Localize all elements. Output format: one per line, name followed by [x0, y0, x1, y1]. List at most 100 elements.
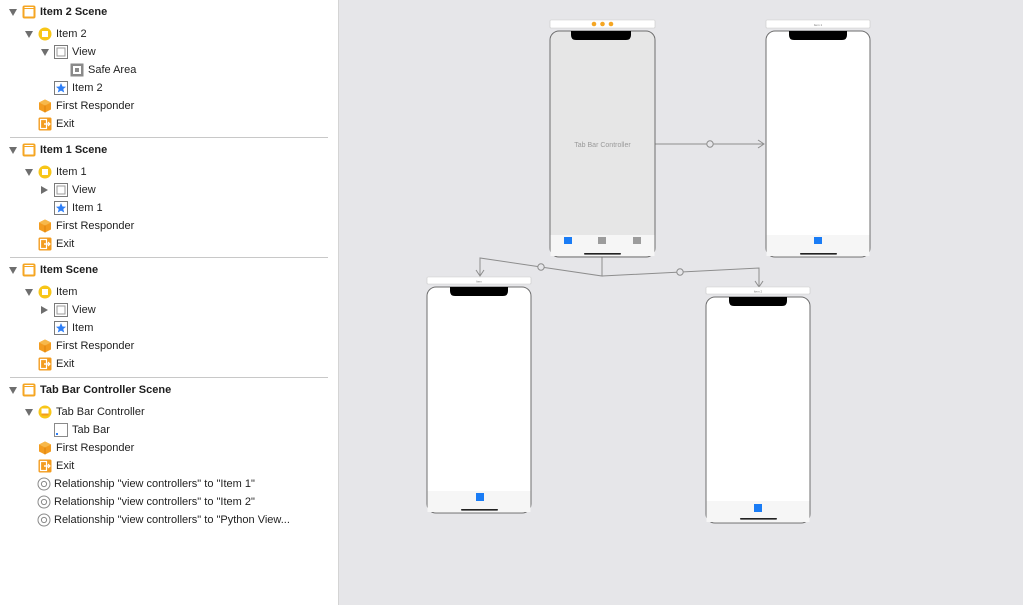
segue-to-item[interactable] [475, 256, 603, 277]
device-frame [765, 30, 871, 258]
exit-label[interactable]: Exit [56, 238, 75, 250]
tab-bar-item-icon [54, 201, 68, 215]
device-notch [729, 297, 787, 306]
item-2-scene[interactable]: Item 2 [705, 286, 811, 524]
home-indicator [461, 509, 498, 511]
device-notch [571, 31, 631, 40]
disclosure-triangle[interactable] [25, 169, 33, 176]
scene-title[interactable]: Item 1 Scene [40, 144, 108, 156]
tab-bar-item-icon [54, 321, 68, 335]
scene-dock-icon[interactable] [600, 21, 605, 27]
tab-bar-item-label[interactable]: Item [72, 322, 94, 334]
exit-label[interactable]: Exit [56, 460, 75, 472]
view-controller-label[interactable]: Item 2 [56, 28, 87, 40]
view-label[interactable]: View [72, 184, 96, 196]
disclosure-triangle[interactable] [25, 289, 33, 296]
scene-icon [22, 143, 36, 157]
disclosure-triangle[interactable] [25, 31, 33, 38]
view-controller-icon [38, 165, 52, 179]
scene-title: Item 2 [754, 290, 763, 294]
tab-bar-label[interactable]: Tab Bar [72, 424, 110, 436]
view-icon [54, 303, 68, 317]
disclosure-triangle[interactable] [9, 267, 17, 274]
tab-bar-controller-label[interactable]: Tab Bar Controller [56, 406, 145, 418]
relationship-segue-label[interactable]: Relationship "view controllers" to "Item… [54, 478, 255, 490]
device-frame [426, 286, 532, 514]
device-notch [450, 287, 508, 296]
relationship-segue-icon [37, 513, 51, 527]
scene-dock-icon[interactable] [591, 21, 597, 27]
scene-divider [10, 137, 328, 138]
view-controller-label[interactable]: Item 1 [56, 166, 87, 178]
tab-bar [427, 491, 531, 512]
view-label[interactable]: View [72, 46, 96, 58]
scene-icon [22, 383, 36, 397]
relationship-segue-icon [37, 477, 51, 491]
item-1-scene[interactable]: Item 1 [765, 19, 871, 258]
canvas-placeholder-label: Tab Bar Controller [574, 142, 631, 149]
segue-to-item-2[interactable] [601, 267, 764, 288]
scene-title[interactable]: Tab Bar Controller Scene [40, 384, 172, 396]
first-responder-label[interactable]: First Responder [56, 340, 135, 352]
home-indicator [584, 253, 621, 255]
exit-icon [38, 237, 52, 251]
device-frame [705, 296, 811, 524]
scene-title: Item [476, 280, 482, 284]
item-scene[interactable]: Item [426, 276, 532, 514]
home-indicator [740, 518, 777, 520]
relationship-segue-label[interactable]: Relationship "view controllers" to "Pyth… [54, 514, 290, 526]
scene-divider [10, 377, 328, 378]
scene-dock[interactable] [426, 276, 532, 285]
scene-icon [22, 5, 36, 19]
scene-title: Item 1 [814, 23, 823, 27]
tab-bar-item-label[interactable]: Item 2 [72, 82, 103, 94]
exit-label[interactable]: Exit [56, 118, 75, 130]
scene-title[interactable]: Item Scene [40, 264, 99, 276]
document-outline: Item 2 Scene Item 2 View Safe Area Item … [0, 0, 339, 605]
tab-icon[interactable] [754, 504, 762, 512]
disclosure-triangle[interactable] [41, 49, 49, 56]
disclosure-triangle[interactable] [41, 186, 48, 194]
exit-label[interactable]: Exit [56, 358, 75, 370]
tab-bar [550, 235, 655, 256]
scene-icon [22, 263, 36, 277]
storyboard-canvas[interactable]: Tab Bar Controller Item 1 Item [339, 0, 1023, 605]
relationship-segue-label[interactable]: Relationship "view controllers" to "Item… [54, 496, 255, 508]
tab-icon[interactable] [476, 493, 484, 501]
disclosure-triangle[interactable] [25, 409, 33, 416]
disclosure-triangle[interactable] [41, 306, 48, 314]
home-indicator [800, 253, 837, 255]
relationship-segue-icon [37, 495, 51, 509]
tab-icon[interactable] [598, 237, 606, 244]
first-responder-icon [39, 219, 51, 233]
view-label[interactable]: View [72, 304, 96, 316]
first-responder-icon [39, 441, 51, 455]
scene-dock-icon[interactable] [608, 21, 614, 27]
scene-divider [10, 257, 328, 258]
scene-title[interactable]: Item 2 Scene [40, 6, 108, 18]
tab-icon[interactable] [633, 237, 641, 244]
disclosure-triangle[interactable] [9, 9, 17, 16]
scene-dock[interactable] [765, 19, 871, 29]
segue-to-item-1[interactable] [655, 139, 765, 149]
first-responder-label[interactable]: First Responder [56, 100, 135, 112]
first-responder-icon [39, 99, 51, 113]
first-responder-icon [39, 339, 51, 353]
tab-bar-item-icon [54, 81, 68, 95]
exit-icon [38, 117, 52, 131]
tab-bar-item-label[interactable]: Item 1 [72, 202, 103, 214]
tab-bar-controller-scene[interactable]: Tab Bar Controller [549, 19, 656, 258]
safe-area-label[interactable]: Safe Area [88, 64, 137, 76]
view-icon [54, 183, 68, 197]
scene-dock[interactable] [705, 286, 811, 295]
tab-bar-icon [54, 423, 68, 437]
disclosure-triangle[interactable] [9, 387, 17, 394]
view-controller-label[interactable]: Item [56, 286, 78, 298]
tab-icon[interactable] [564, 237, 572, 244]
disclosure-triangle[interactable] [9, 147, 17, 154]
exit-icon [38, 459, 52, 473]
tab-icon[interactable] [814, 237, 822, 244]
first-responder-label[interactable]: First Responder [56, 220, 135, 232]
first-responder-label[interactable]: First Responder [56, 442, 135, 454]
view-controller-icon [38, 285, 52, 299]
